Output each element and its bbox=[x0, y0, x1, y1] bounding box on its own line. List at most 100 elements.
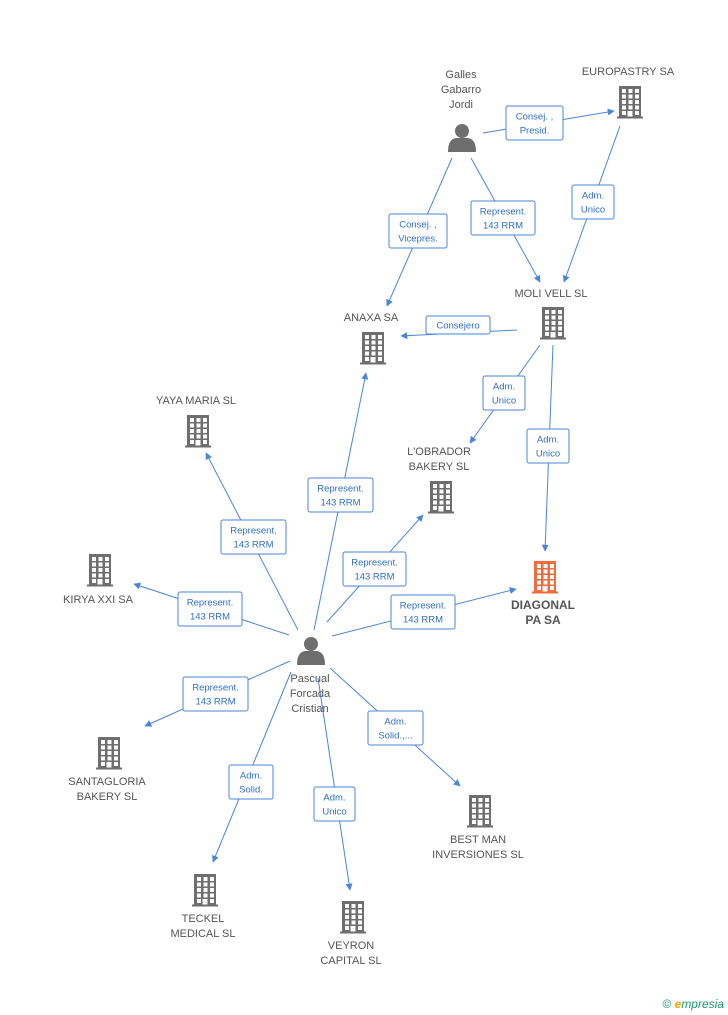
node-label: BEST MAN bbox=[450, 834, 506, 846]
node-label: Galles bbox=[445, 69, 477, 81]
edge-molivell-to-diagonal: Adm. Unico bbox=[526, 344, 570, 552]
edge-europastry-to-molivell: Adm.Unico bbox=[562, 125, 621, 283]
edge-label-box[interactable] bbox=[505, 105, 564, 141]
edge-label-box[interactable] bbox=[390, 594, 456, 630]
edge-galles-to-anaxa: Consej. , Vicepres. bbox=[386, 157, 453, 307]
node-label: PA SA bbox=[525, 613, 561, 627]
edge-label-text: Adm. bbox=[493, 382, 515, 393]
edge-label-text: Unico bbox=[492, 396, 516, 407]
edge-label-box[interactable] bbox=[307, 477, 374, 513]
building-icon bbox=[540, 307, 566, 340]
edge-label-text: Vicepres. bbox=[398, 234, 437, 245]
edge-molivell-to-lobrador: Adm. Unico bbox=[469, 344, 541, 444]
node-veyron[interactable]: VEYRON CAPITAL SL bbox=[320, 901, 382, 967]
node-yaya[interactable]: YAYA MARIA SL bbox=[156, 395, 236, 448]
edge-label-text: Unico bbox=[322, 807, 346, 818]
node-label: VEYRON bbox=[328, 940, 375, 952]
edge-label-text: 143 RRM bbox=[483, 221, 523, 232]
brand-initial: e bbox=[674, 997, 682, 1011]
edge-pascual-to-teckel: Adm.Solid. bbox=[212, 671, 292, 863]
node-label: EUROPASTRY SA bbox=[582, 66, 675, 78]
edge-label-box[interactable] bbox=[177, 591, 243, 627]
edge-label-text: Adm. bbox=[240, 771, 262, 782]
edge-label-text: Represent. bbox=[192, 683, 238, 694]
node-label: KIRYA XXI SA bbox=[63, 594, 134, 606]
edge-label-text: Represent. bbox=[400, 601, 446, 612]
building-icon bbox=[467, 795, 493, 828]
node-label: INVERSIONES SL bbox=[432, 849, 524, 861]
node-label: Cristian bbox=[291, 703, 328, 715]
node-label: TECKEL bbox=[182, 913, 225, 925]
edge-label-box[interactable] bbox=[526, 428, 570, 464]
edge-label-text: Represent. bbox=[317, 484, 363, 495]
node-europastry[interactable]: EUROPASTRY SA bbox=[582, 66, 675, 119]
edge-label-text: Consej. , bbox=[516, 112, 554, 123]
building-icon bbox=[532, 561, 558, 594]
person-icon bbox=[297, 637, 325, 665]
edge-label-box[interactable] bbox=[220, 519, 287, 555]
building-icon bbox=[192, 874, 218, 907]
edge-label-box[interactable] bbox=[342, 551, 407, 587]
edge-label-text: Consej. , bbox=[399, 220, 437, 231]
edge-label-text: Represent. bbox=[230, 526, 276, 537]
edge-molivell-to-anaxa: Consejero bbox=[400, 315, 518, 340]
edge-label-box[interactable] bbox=[571, 184, 615, 220]
building-icon bbox=[87, 554, 113, 587]
edge-label-box[interactable] bbox=[367, 710, 424, 746]
edge-pascual-to-kirya: Represent.143 RRM bbox=[133, 582, 290, 636]
brand-logo: © empresia bbox=[662, 997, 724, 1011]
node-label: Pascual bbox=[290, 673, 329, 685]
building-icon bbox=[185, 415, 211, 448]
node-anaxa[interactable]: ANAXA SA bbox=[344, 312, 399, 365]
edge-label-box[interactable] bbox=[470, 200, 536, 236]
building-icon bbox=[96, 737, 122, 770]
edge-galles-to-europastry: Consej. , Presid. bbox=[482, 105, 615, 141]
edge-label-text: Represent. bbox=[480, 207, 526, 218]
node-label: L'OBRADOR bbox=[407, 446, 471, 458]
edge-label-text: 143 RRM bbox=[403, 615, 443, 626]
edge-pascual-to-diagonal: Represent. 143 RRM bbox=[331, 587, 517, 637]
edge-label-box[interactable] bbox=[313, 786, 356, 822]
edge-pascual-to-santagloria: Represent.143 RRM bbox=[144, 660, 291, 727]
edge-pascual-to-bestman: Adm.Solid.,... bbox=[329, 667, 461, 787]
edge-pascual-to-yaya: Represent.143 RRM bbox=[205, 452, 299, 631]
edge-label-box[interactable] bbox=[388, 213, 448, 249]
edge-label-text: Adm. bbox=[384, 717, 406, 728]
edge-line bbox=[317, 677, 353, 891]
edge-label-text: Adm. bbox=[582, 191, 604, 202]
edge-label-text: 143 RRM bbox=[354, 572, 394, 583]
edge-label-text: Unico bbox=[536, 449, 560, 460]
node-label: SANTAGLORIA bbox=[68, 776, 146, 788]
edge-label-text: Adm. bbox=[537, 435, 559, 446]
node-label: DIAGONAL bbox=[511, 598, 575, 612]
brand-name: mpresia bbox=[681, 997, 724, 1011]
node-label: Gabarro bbox=[441, 84, 481, 96]
edge-label-box[interactable] bbox=[182, 676, 249, 712]
edge-galles-to-molivell: Represent. 143 RRM bbox=[470, 157, 541, 283]
node-label: Jordi bbox=[449, 99, 473, 111]
node-kirya[interactable]: KIRYA XXI SA bbox=[63, 554, 134, 606]
edge-label-box[interactable] bbox=[425, 315, 491, 335]
edge-label-text: Represent. bbox=[351, 558, 397, 569]
person-icon bbox=[448, 124, 476, 152]
node-label: ANAXA SA bbox=[344, 312, 399, 324]
node-label: CAPITAL SL bbox=[320, 955, 381, 967]
edge-pascual-to-anaxa: Represent.143 RRM bbox=[307, 372, 374, 631]
edge-label-text: Consejero bbox=[436, 321, 479, 332]
node-bestman[interactable]: BEST MAN INVERSIONES SL bbox=[432, 795, 524, 861]
edge-label-box[interactable] bbox=[482, 375, 526, 411]
node-molivell[interactable]: MOLI VELL SL bbox=[515, 288, 588, 340]
node-label: MOLI VELL SL bbox=[515, 288, 588, 300]
copyright-symbol: © bbox=[662, 997, 672, 1011]
edge-label-box[interactable] bbox=[228, 764, 274, 800]
edge-label-text: Presid. bbox=[520, 126, 550, 137]
